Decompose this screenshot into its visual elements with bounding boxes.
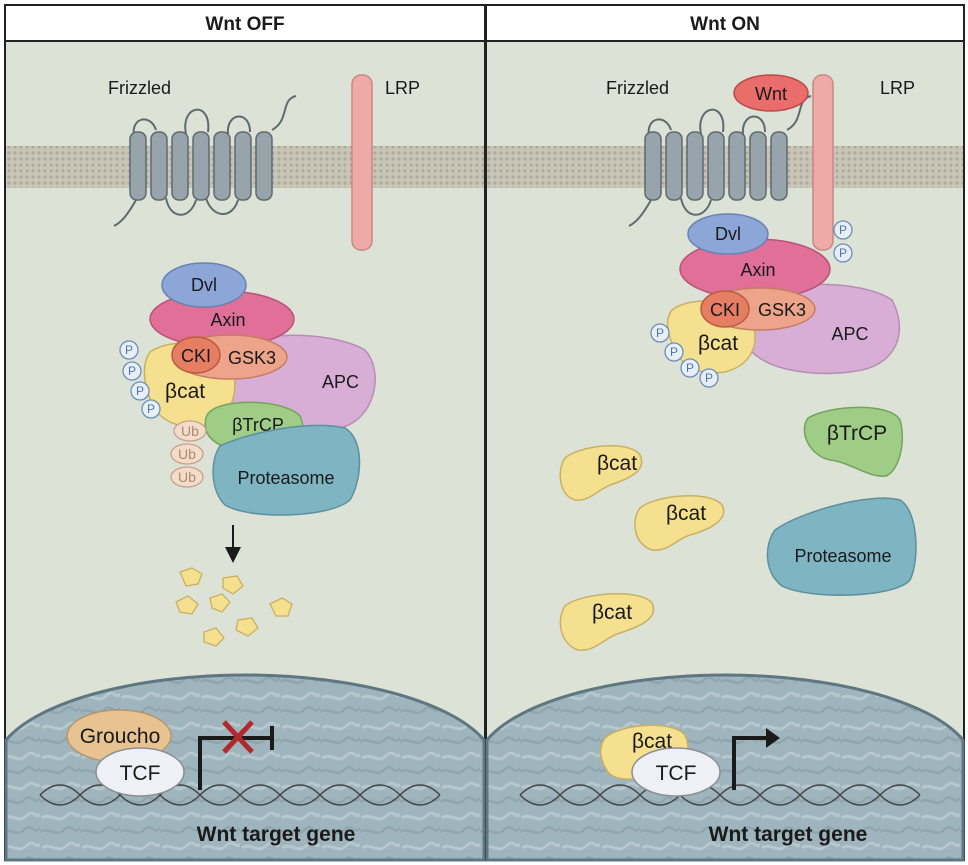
- cell-membrane-on: [487, 146, 963, 188]
- proteasome-label-on: Proteasome: [794, 546, 891, 566]
- bcat-label-on-complex: βcat: [698, 332, 738, 355]
- phosphate-group-off: P P P P: [119, 340, 161, 419]
- lrp-label-off: LRP: [385, 78, 420, 98]
- bcat-label-off: βcat: [165, 380, 205, 403]
- apc-label-off: APC: [322, 372, 359, 392]
- tcf-label-on: TCF: [656, 762, 697, 785]
- tcf-protein-off: [95, 747, 185, 797]
- phosphate-label-on-2: P: [839, 246, 847, 260]
- proteasome-label-off: Proteasome: [237, 468, 334, 488]
- dvl-protein-off: [161, 262, 247, 308]
- bcat-label-on-free-2: βcat: [666, 502, 706, 525]
- phosphate-label-off-3: P: [136, 384, 144, 398]
- inactive-complex-on: APC βcat Axin GSK3 CKI Dvl P P P P: [650, 213, 901, 388]
- phosphate-label-off-2: P: [128, 364, 136, 378]
- target-gene-label-off: Wnt target gene: [197, 823, 356, 846]
- active-transcription-arrow-icon: [732, 728, 780, 790]
- frizzled-label-on: Frizzled: [606, 78, 669, 98]
- tcf-protein-on: [631, 747, 721, 797]
- proteasome-on: [766, 497, 917, 596]
- bcat-label-on-free-1: βcat: [597, 452, 637, 475]
- gsk3-label-on: GSK3: [758, 300, 806, 320]
- cki-label-on: CKI: [710, 300, 740, 320]
- degraded-beta-catenin-fragments: [175, 567, 293, 647]
- free-beta-catenin-2: [634, 495, 725, 551]
- panel-wnt-off: Wnt OFF Frizzled LRP APC: [4, 4, 486, 862]
- cki-kinase-off: [171, 336, 221, 374]
- gsk3-label-off: GSK3: [228, 348, 276, 368]
- btrcp-protein-on: [803, 406, 904, 477]
- lrp-phosphate-group: P P: [833, 220, 853, 263]
- axin-label-on: Axin: [740, 260, 775, 280]
- lrp-receptor-on: [812, 74, 834, 251]
- lrp-label-on: LRP: [880, 78, 915, 98]
- ubiquitin-label-off-2: Ub: [178, 446, 196, 462]
- panel-title-off: Wnt OFF: [205, 14, 284, 35]
- cki-label-off: CKI: [181, 346, 211, 366]
- phosphate-label-off-1: P: [125, 343, 133, 357]
- nucleus-on: [485, 673, 965, 862]
- panel-title-on: Wnt ON: [690, 14, 760, 35]
- groucho-label: Groucho: [80, 725, 161, 748]
- phosphate-label-on-5: P: [686, 361, 694, 375]
- phosphate-label-on-3: P: [656, 326, 664, 340]
- proteasome-off: [212, 424, 361, 516]
- free-beta-catenin-1: [559, 445, 643, 501]
- lrp-receptor-off: [351, 74, 373, 251]
- phosphate-label-on-6: P: [705, 371, 713, 385]
- phosphate-label-off-4: P: [147, 402, 155, 416]
- frizzled-receptor-off: [113, 95, 297, 227]
- target-gene-label-on: Wnt target gene: [709, 823, 868, 846]
- frizzled-receptor-on: [628, 95, 812, 227]
- bcat-label-on-nucleus: βcat: [632, 730, 672, 753]
- phosphate-group-on: P P P P: [650, 323, 719, 388]
- apc-label-on: APC: [831, 324, 868, 344]
- dvl-label-off: Dvl: [191, 275, 217, 295]
- dvl-label-on: Dvl: [715, 224, 741, 244]
- frizzled-label-off: Frizzled: [108, 78, 171, 98]
- btrcp-label-on: βTrCP: [827, 422, 887, 445]
- destruction-complex-off: APC βcat Axin GSK3 CKI Dvl βTrCP Proteas…: [119, 262, 376, 516]
- bcat-label-on-free-3: βcat: [592, 601, 632, 624]
- cki-kinase-on: [700, 290, 750, 328]
- ubiquitin-chain-off: Ub Ub Ub: [170, 420, 207, 488]
- blocked-transcription-icon: [198, 720, 274, 790]
- axin-label-off: Axin: [210, 310, 245, 330]
- panel-wnt-on: Wnt ON Frizzled LRP Wnt P: [485, 4, 965, 862]
- ubiquitin-label-off-3: Ub: [178, 469, 196, 485]
- tcf-label-off: TCF: [120, 762, 161, 785]
- wnt-ligand: [733, 74, 809, 112]
- dvl-protein-on: [687, 213, 769, 255]
- phosphate-label-on-4: P: [670, 345, 678, 359]
- ubiquitin-label-off-1: Ub: [181, 423, 199, 439]
- phosphate-label-on-1: P: [839, 223, 847, 237]
- wnt-label: Wnt: [755, 84, 787, 104]
- free-beta-catenin-3: [559, 593, 655, 651]
- dna-helix-on: [519, 784, 921, 806]
